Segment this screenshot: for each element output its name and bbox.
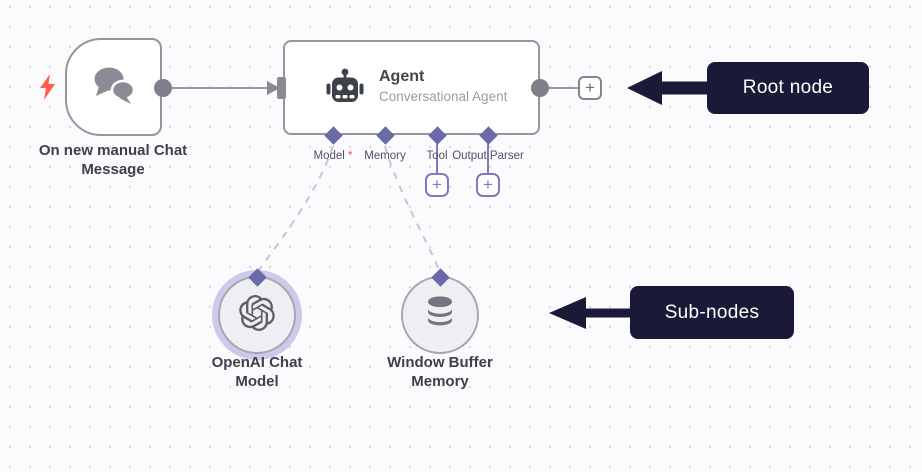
- output-parser-endpoint-label: Output Parser: [452, 150, 524, 162]
- agent-node-title: Agent: [379, 68, 425, 85]
- openai-node-label: OpenAI Chat Model: [211, 354, 303, 390]
- buffer-memory-node-label: Window Buffer Memory: [387, 354, 493, 390]
- sub-nodes-annotation: Sub-nodes: [630, 286, 794, 339]
- robot-icon: [325, 68, 365, 115]
- database-icon: [422, 294, 458, 337]
- trigger-node-label: On new manual Chat Message: [38, 142, 188, 178]
- add-tool-button[interactable]: +: [425, 173, 449, 197]
- openai-node-circle[interactable]: [218, 276, 296, 354]
- chat-bubbles-icon: [90, 65, 138, 110]
- agent-output-dot[interactable]: [531, 79, 549, 97]
- sub-nodes-arrow-icon: [549, 297, 631, 329]
- connection-memory-to-buffer[interactable]: [384, 145, 440, 271]
- connection-model-to-openai[interactable]: [258, 145, 334, 271]
- memory-endpoint-label: Memory: [364, 150, 406, 162]
- tool-endpoint-label: Tool: [426, 150, 448, 162]
- model-endpoint-label: Model *: [313, 150, 353, 162]
- trigger-output-dot[interactable]: [154, 79, 172, 97]
- lightning-bolt-icon: [40, 74, 57, 105]
- root-node-arrow-icon: [627, 71, 708, 105]
- required-asterisk: *: [348, 150, 353, 162]
- openai-logo-icon: [239, 294, 275, 336]
- add-output-parser-button[interactable]: +: [476, 173, 500, 197]
- agent-node[interactable]: Agent Conversational Agent: [283, 40, 540, 135]
- openai-chat-model-node[interactable]: [212, 270, 302, 360]
- chat-trigger-node[interactable]: [65, 38, 162, 136]
- window-buffer-memory-node[interactable]: [401, 276, 479, 354]
- agent-input-connector[interactable]: [277, 77, 286, 99]
- add-node-button[interactable]: +: [578, 76, 602, 100]
- agent-node-subtitle: Conversational Agent: [379, 89, 508, 104]
- plus-icon: +: [483, 175, 493, 194]
- plus-icon: +: [585, 78, 595, 97]
- root-node-annotation: Root node: [707, 62, 869, 114]
- plus-icon: +: [432, 175, 442, 194]
